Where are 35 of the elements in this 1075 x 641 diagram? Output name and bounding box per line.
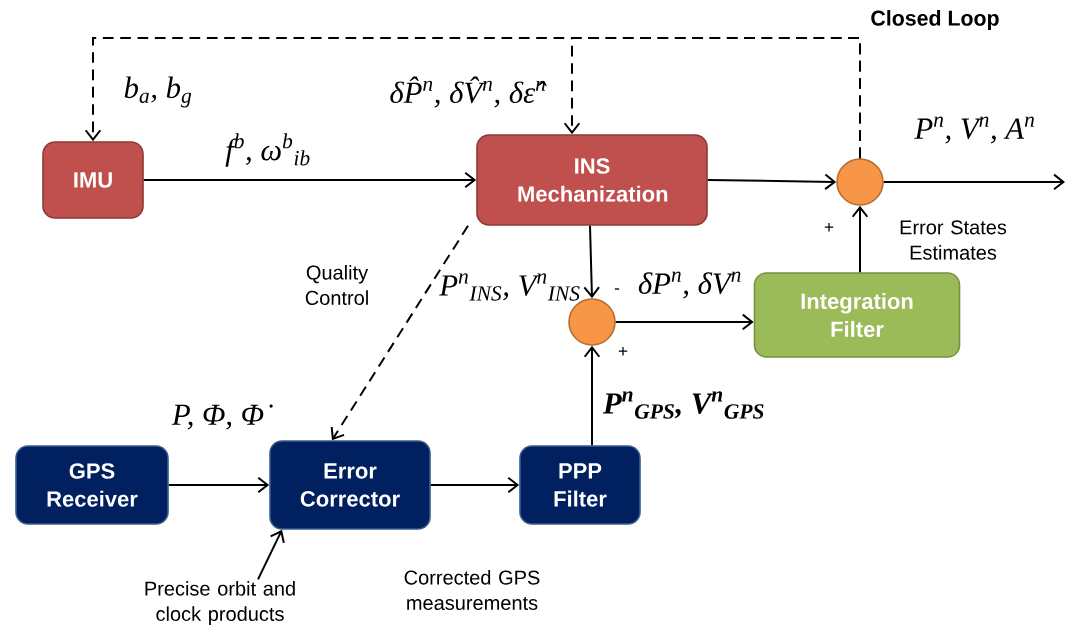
sign-label: - xyxy=(614,288,620,290)
arrow xyxy=(583,224,601,299)
process-box: Error Corrector xyxy=(269,440,431,530)
edge-label: P$^{n}$$_{GPS}$, V$^{n}$GPS xyxy=(602,391,764,419)
edge-label: f$^{b}$, ω$^{b}$ib xyxy=(225,133,310,167)
edge-label: b$_{a}$, b$_{g}$ xyxy=(124,76,192,108)
arrow xyxy=(257,529,285,581)
sign-label: + xyxy=(618,347,628,356)
edge-label: Corrected GPS measurements xyxy=(404,570,540,610)
loop-label: Closed Loop xyxy=(871,10,999,30)
process-box: IMU xyxy=(42,141,144,219)
arrow xyxy=(167,476,270,494)
arrow xyxy=(583,345,601,447)
edge-label: P$^{n}$$_{INS}$, V$^{n}$INS xyxy=(439,273,580,301)
summing-circle xyxy=(836,158,884,206)
arrow xyxy=(563,37,861,160)
note-text: Precise orbit and clock products xyxy=(145,581,295,625)
output-label: Error States Estimates xyxy=(900,220,1007,260)
process-box: INS Mechanization xyxy=(476,134,708,226)
arrow xyxy=(330,224,469,441)
edge-label: δP̂$^{n}$, δV̂$^{n}$, δε̂$^{n}$ xyxy=(390,76,547,108)
process-box: PPP Filter xyxy=(519,445,641,525)
edge-label: P$^{n}$, V$^{n}$, A$^{n}$ xyxy=(914,116,1034,144)
arrow xyxy=(851,205,869,274)
sign-label: + xyxy=(824,223,834,232)
arrow xyxy=(142,171,477,189)
arrow xyxy=(429,476,520,494)
edge-label: δP$^{n}$, δV$^{n}$ xyxy=(638,271,741,299)
process-box: GPS Receiver xyxy=(15,445,169,525)
arrow xyxy=(706,173,837,191)
arrow xyxy=(614,313,754,331)
process-box: Integration Filter xyxy=(753,272,961,358)
edge-label: P, Φ, Φ̇ xyxy=(171,404,273,430)
arrow xyxy=(882,173,1065,191)
edge-label: Quality Control xyxy=(305,265,369,305)
